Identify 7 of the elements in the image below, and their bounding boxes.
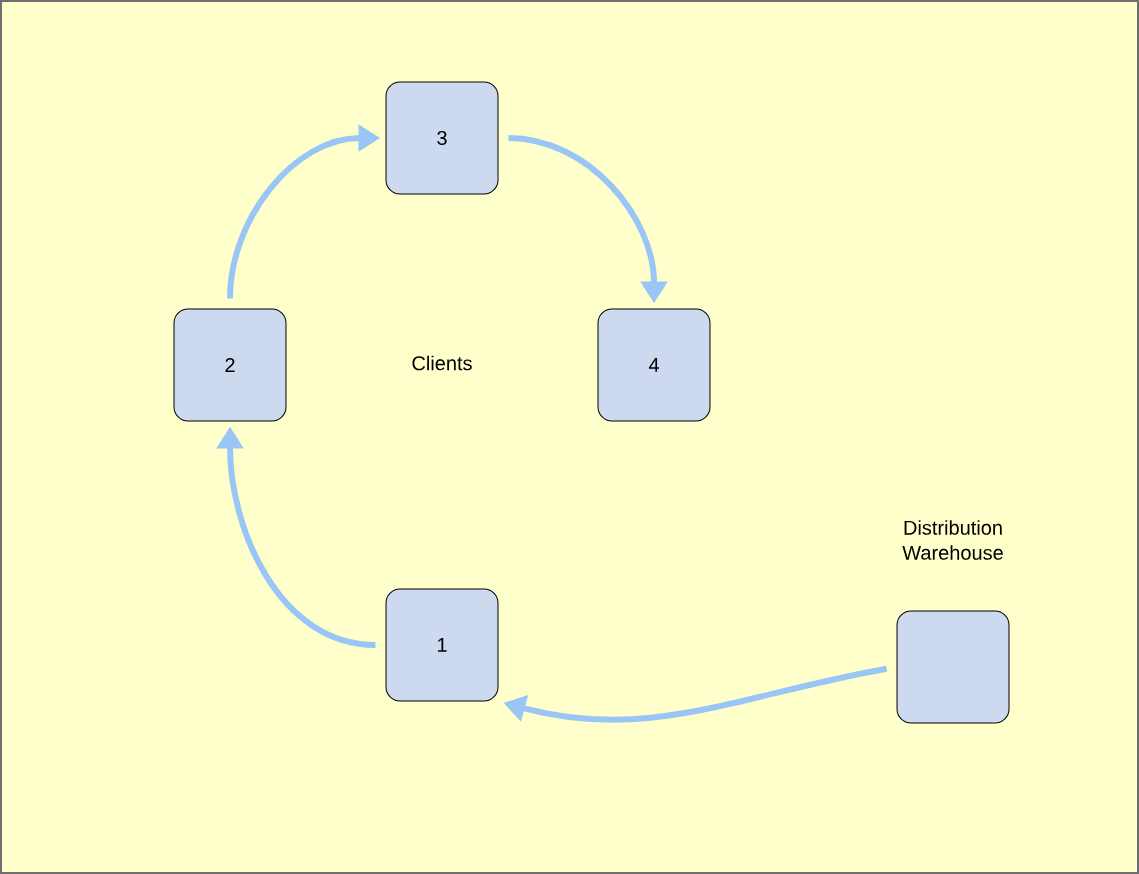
client-box: 4 — [597, 308, 711, 422]
client-box: 2 — [173, 308, 287, 422]
client-box: 3 — [385, 81, 499, 195]
node-label: Distribution Warehouse — [902, 520, 1003, 560]
client-box: 1 — [385, 588, 499, 702]
group-label: Clients — [412, 355, 472, 371]
warehouse-box: Distribution Warehouse — [896, 520, 1010, 724]
